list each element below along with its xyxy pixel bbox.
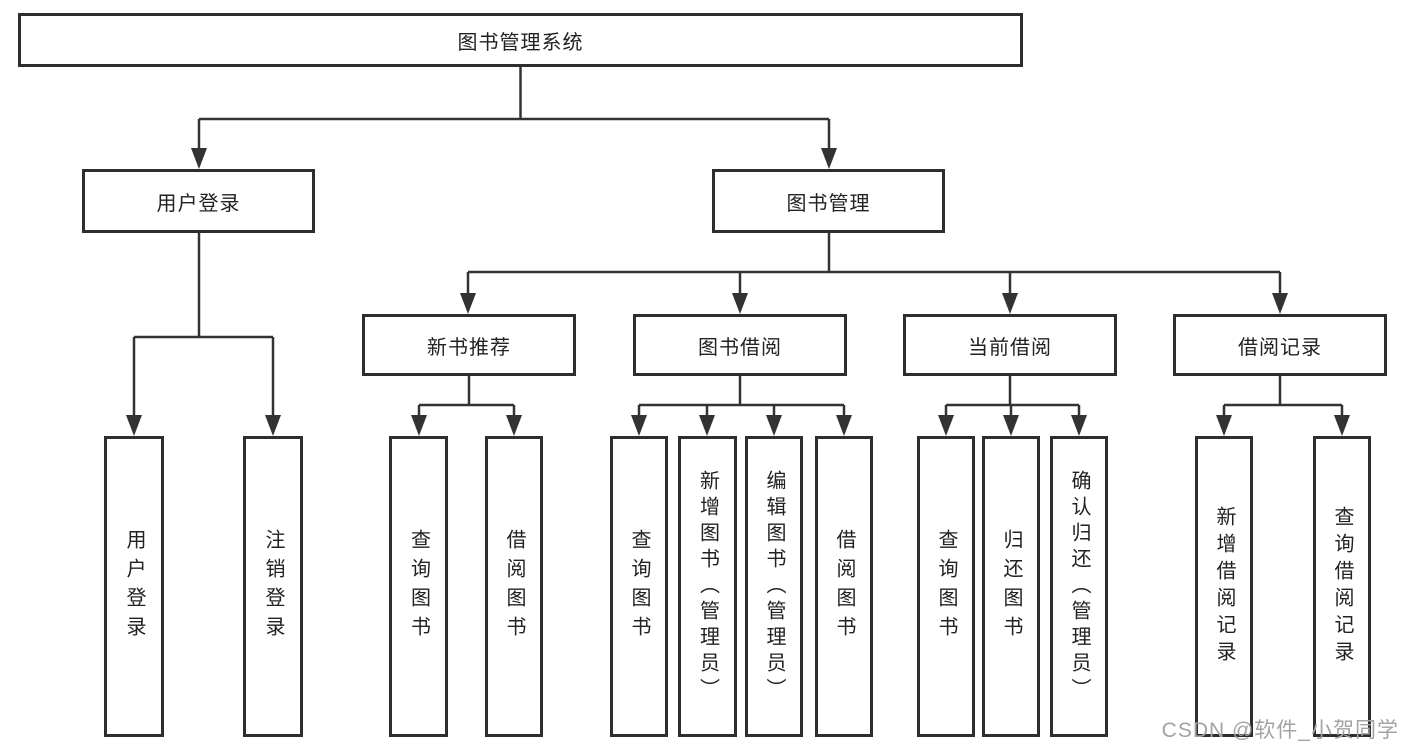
node-borrowing-records: 借阅记录 <box>1173 314 1387 376</box>
node-label: 当前借阅 <box>968 336 1052 359</box>
leaf-return-books: 归还图书 <box>982 436 1040 737</box>
leaf-confirm-return-admin: 确认归还（管理员） <box>1050 436 1108 737</box>
node-label: 查询借阅记录 <box>1331 505 1353 668</box>
node-label: 新书推荐 <box>427 336 511 359</box>
node-label: 用户登录 <box>156 192 241 215</box>
node-label: 借阅记录 <box>1238 336 1322 359</box>
node-label: 图书管理系统 <box>457 31 584 54</box>
node-label: 查询图书 <box>935 528 957 645</box>
node-label: 新增借阅记录 <box>1213 505 1235 668</box>
node-label: 新增图书（管理员） <box>696 469 719 704</box>
node-label: 确认归还（管理员） <box>1068 469 1090 704</box>
leaf-query-books-current: 查询图书 <box>917 436 975 737</box>
node-label: 图书管理 <box>786 192 871 215</box>
node-user-login: 用户登录 <box>82 169 315 233</box>
connector-bookmgmt-to-level3 <box>466 233 1282 295</box>
node-book-borrowing: 图书借阅 <box>633 314 847 376</box>
connector-newbooks-to-leaves <box>417 376 516 417</box>
node-current-borrowing: 当前借阅 <box>903 314 1117 376</box>
node-label: 用户登录 <box>123 528 145 645</box>
csdn-watermark: CSDN @软件_小贺同学 <box>1161 719 1399 742</box>
node-new-book-recommend: 新书推荐 <box>362 314 576 376</box>
leaf-query-books-borrow: 查询图书 <box>610 436 668 737</box>
leaf-borrow-books: 借阅图书 <box>815 436 873 737</box>
node-label: 注销登录 <box>262 528 284 645</box>
node-label: 借阅图书 <box>503 528 525 645</box>
leaf-edit-books-admin: 编辑图书（管理员） <box>745 436 803 737</box>
leaf-user-login: 用户登录 <box>104 436 164 737</box>
connector-current-to-leaves <box>944 376 1081 417</box>
node-book-management: 图书管理 <box>712 169 945 233</box>
leaf-borrow-books-recommend: 借阅图书 <box>485 436 543 737</box>
node-label: 借阅图书 <box>833 528 855 645</box>
node-label: 查询图书 <box>407 528 430 645</box>
node-label: 查询图书 <box>628 528 650 645</box>
leaf-add-borrow-record: 新增借阅记录 <box>1195 436 1253 737</box>
node-library-management-system: 图书管理系统 <box>18 13 1023 67</box>
connector-records-to-leaves <box>1222 376 1344 417</box>
leaf-query-borrow-record: 查询借阅记录 <box>1313 436 1371 737</box>
node-label: 编辑图书（管理员） <box>763 469 785 704</box>
arrowheads <box>126 148 1350 436</box>
leaf-add-books-admin: 新增图书（管理员） <box>678 436 737 737</box>
leaf-logout: 注销登录 <box>243 436 303 737</box>
connector-borrow-to-leaves <box>637 376 846 417</box>
node-label: 归还图书 <box>1000 528 1022 645</box>
node-label: 图书借阅 <box>698 336 782 359</box>
connector-root-to-level2 <box>197 67 831 150</box>
connector-userlogin-to-leaves <box>132 233 275 417</box>
leaf-query-books-recommend: 查询图书 <box>389 436 448 737</box>
